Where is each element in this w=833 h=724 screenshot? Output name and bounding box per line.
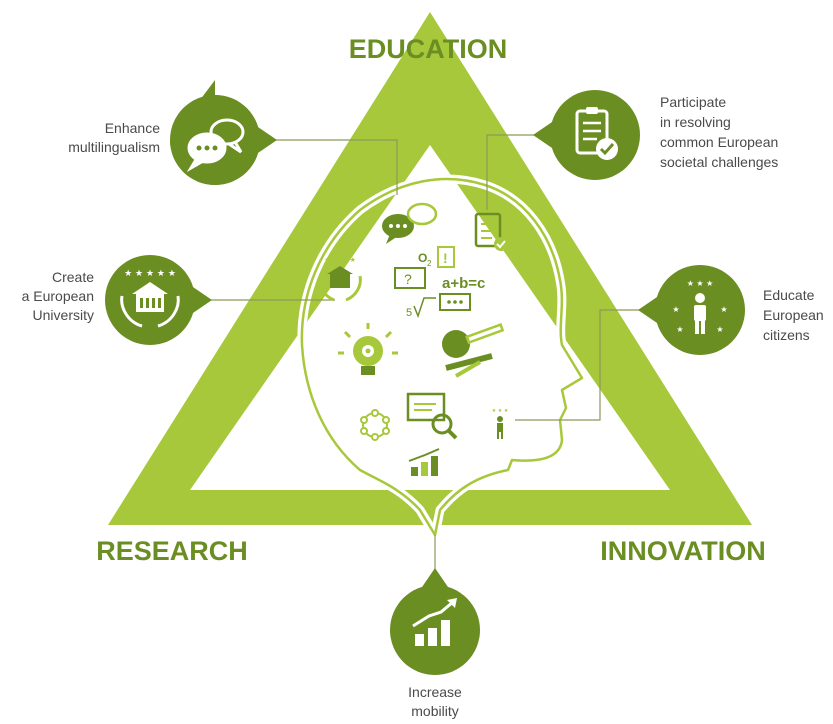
citizen-stars-icon: ★ ★ ★ ★ ★ ★ ★ xyxy=(672,279,728,334)
svg-text:★: ★ xyxy=(720,305,727,314)
svg-text:★ ★ ★ ★ ★: ★ ★ ★ ★ ★ xyxy=(124,269,176,279)
label-citizens: Educate European citizens xyxy=(763,287,824,343)
speech-bubbles-icon xyxy=(186,118,245,173)
formula-abc: a+b=c xyxy=(442,275,485,292)
goal-drop-challenges xyxy=(533,90,640,180)
svg-text:★ ★ ★: ★ ★ ★ xyxy=(492,408,509,414)
svg-text:★: ★ xyxy=(676,325,683,334)
knowledge-triangle xyxy=(108,12,752,525)
svg-text:★: ★ xyxy=(716,325,723,334)
label-multilingualism-line2: multilingualism xyxy=(68,139,160,155)
goal-drop-citizens: ★ ★ ★ ★ ★ ★ ★ xyxy=(638,265,745,355)
label-mobility: Increase mobility xyxy=(408,684,462,719)
formula-oxygen-sub: 2 xyxy=(427,259,432,268)
growth-chart-icon xyxy=(412,598,457,646)
label-mobility-line2: mobility xyxy=(411,703,458,719)
head-outline xyxy=(297,174,587,540)
vertex-innovation: INNOVATION xyxy=(600,536,766,566)
head-lightbulb-gear-icon xyxy=(338,323,398,375)
label-university: Create a European University xyxy=(22,269,95,323)
svg-text:★: ★ xyxy=(672,305,679,314)
label-multilingualism: Enhance multilingualism xyxy=(68,120,160,155)
label-citizens-line1: Educate xyxy=(763,287,815,303)
svg-text:★ ★ ★ ★: ★ ★ ★ ★ xyxy=(324,256,356,264)
label-university-line3: University xyxy=(33,307,94,323)
label-challenges-line1: Participate xyxy=(660,94,726,110)
label-challenges: Participate in resolving common European… xyxy=(660,94,778,170)
label-university-line1: Create xyxy=(52,269,94,285)
head-lab-equipment-icon xyxy=(442,323,505,378)
label-challenges-line4: societal challenges xyxy=(660,154,778,170)
formula-exclaim: ! xyxy=(443,250,448,266)
formula-root: 5 xyxy=(406,307,412,319)
formula-oxygen: O xyxy=(418,251,427,265)
head-outline-inner xyxy=(300,177,584,537)
goal-drop-multilingualism xyxy=(170,80,277,185)
vertex-education: EDUCATION xyxy=(349,34,508,64)
head-clipboard-icon xyxy=(474,212,508,251)
university-building-icon: ★ ★ ★ ★ ★ xyxy=(120,269,180,328)
goal-drop-mobility xyxy=(390,568,480,675)
formula-question: ? xyxy=(404,271,412,287)
label-citizens-line2: European xyxy=(763,307,824,323)
svg-text:★ ★ ★: ★ ★ ★ xyxy=(687,279,714,288)
head-growth-chart-icon xyxy=(408,448,440,476)
head-research-screen-icon xyxy=(406,392,458,440)
head-network-icon xyxy=(360,409,390,441)
vertex-research: RESEARCH xyxy=(96,536,248,566)
head-university-icon: ★ ★ ★ ★ xyxy=(318,256,362,302)
head-speech-bubbles-icon xyxy=(382,202,438,244)
head-formulas-icon: ? O 2 ! a+b=c 5 xyxy=(394,246,485,319)
head-citizen-icon: ★ ★ ★ xyxy=(492,408,509,439)
label-challenges-line2: in resolving xyxy=(660,114,731,130)
label-mobility-line1: Increase xyxy=(408,684,462,700)
clipboard-checklist-icon xyxy=(575,107,618,160)
goal-drop-university: ★ ★ ★ ★ ★ xyxy=(105,255,212,345)
label-university-line2: a European xyxy=(22,288,94,304)
label-multilingualism-line1: Enhance xyxy=(105,120,160,136)
label-citizens-line3: citizens xyxy=(763,327,810,343)
label-challenges-line3: common European xyxy=(660,134,778,150)
